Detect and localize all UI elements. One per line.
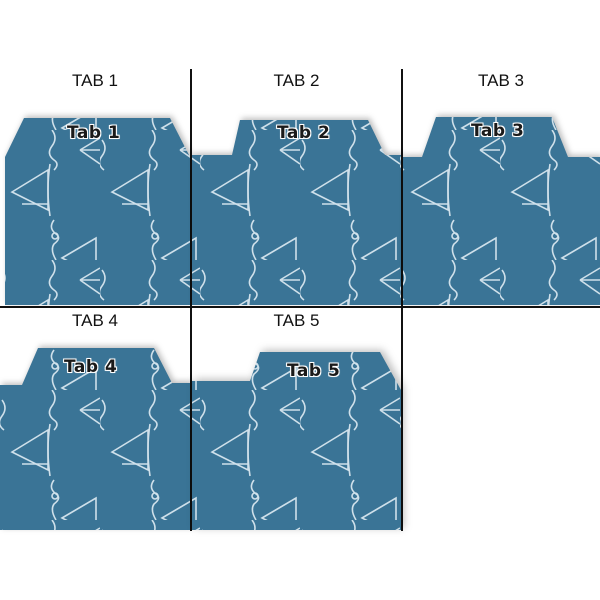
cell-heading-3: TAB 3 [478,71,524,90]
tab-label-2: Tab 2 [277,123,331,143]
grid-divider-vertical-1 [190,69,192,531]
tab-label-4: Tab 4 [64,357,118,377]
tab-label-5: Tab 5 [287,361,341,381]
tab-label-1: Tab 1 [67,123,121,143]
grid-divider-horizontal [0,306,600,308]
cell-heading-1: TAB 1 [72,71,118,90]
cell-heading-4: TAB 4 [72,311,118,330]
cell-heading-5: TAB 5 [273,311,320,330]
grid-divider-vertical-2 [401,69,403,531]
tab-label-3: Tab 3 [471,121,525,141]
cell-heading-2: TAB 2 [273,71,320,90]
